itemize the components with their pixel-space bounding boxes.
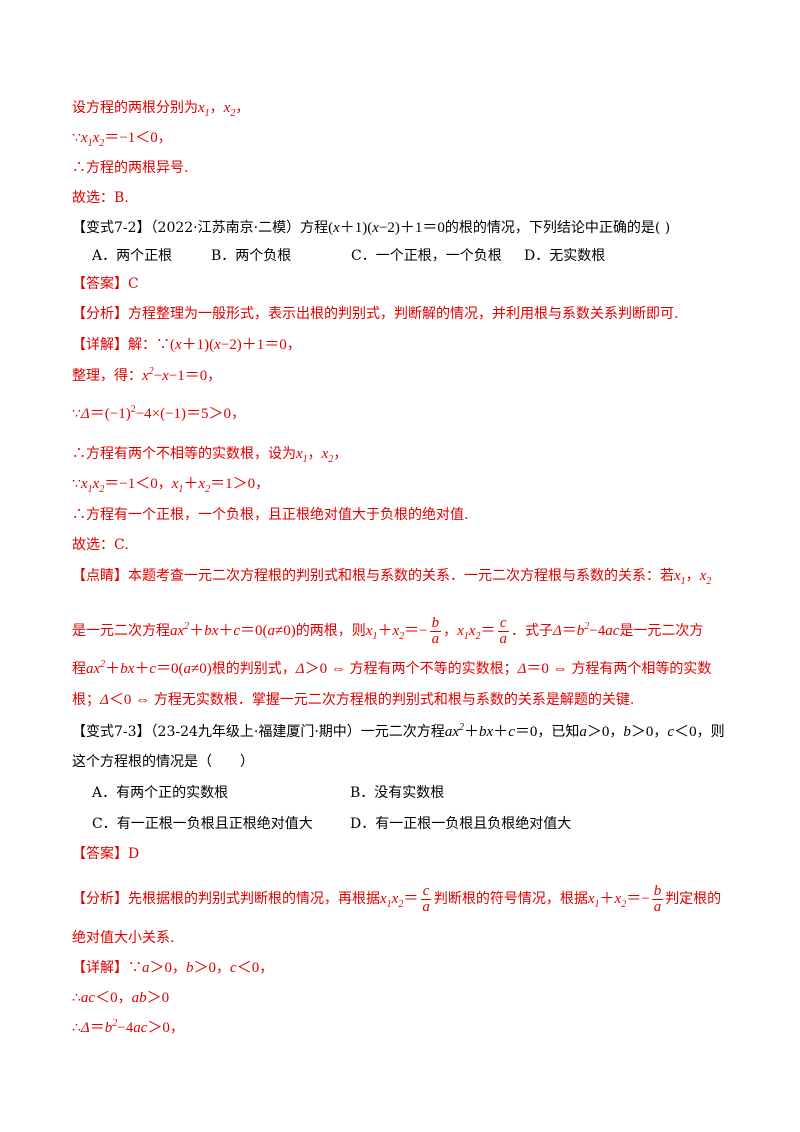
analysis-text-7-3b: 判断根的符号情况，根据	[433, 890, 588, 907]
line-choose-c: 故选：C.	[72, 537, 129, 553]
dianjing-text-2a: 是一元二次方程	[72, 622, 170, 639]
dianjing-line-1: 【点睛】本题考查一元二次方程根的判别式和根与系数的关系．一元二次方程根与系数的关…	[72, 568, 712, 587]
option-c-7-3: C．有一正根一负根且正根绝对值大	[92, 816, 313, 832]
question-mid-7-3: ，已知	[537, 724, 580, 740]
question-7-3: 【变式7-3】（23-24九年级上·福建厦门·期中）一元二次方程ax2＋bx＋c…	[72, 722, 725, 741]
line-vieta-values: ∵x1x2＝−1＜0，x1＋x2＝1＞0，	[72, 476, 270, 495]
dianjing-text-1: 本题考查一元二次方程根的判别式和根与系数的关系．一元二次方程根与系数的关系：若	[128, 568, 674, 584]
dianjing-text-3d: 方程有两个相等的实数	[571, 661, 712, 677]
detail-tag-7-3: 【详解】	[72, 960, 128, 976]
line-discriminant: ∵Δ＝(−1)2−4×(−1)＝5＞0，	[72, 404, 246, 423]
question-tag: 【变式7-2】	[72, 220, 151, 236]
question-tail: 的根的情况，下列结论中正确的是( )	[444, 220, 671, 236]
analysis-text: 方程整理为一般形式，表示出根的判别式，判断解的情况，并利用根与系数关系判断即可.	[128, 306, 679, 322]
analysis-7-2: 【分析】方程整理为一般形式，表示出根的判别式，判断解的情况，并利用根与系数关系判…	[72, 304, 678, 324]
option-b: B．两个负根	[211, 248, 292, 264]
line-choose-b: 故选：B.	[72, 190, 129, 206]
simplify-label: 整理，得：	[72, 368, 142, 384]
two-unequal-text: ∴方程有两个不相等的实数根，设为	[72, 446, 296, 462]
dianjing-text-3c: 方程有两个不等的实数根；	[349, 661, 518, 677]
analysis-text-7-3a: 先根据根的判别式判断根的情况，再根据	[128, 890, 380, 907]
dianjing-text-2d: 是一元二次方	[619, 622, 704, 639]
dianjing-line-3: 程ax2＋bx＋c＝0(a≠0)根的判别式，Δ＞0 ⇔ 方程有两个不等的实数根；…	[72, 659, 712, 678]
option-b-7-3: B．没有实数根	[350, 785, 445, 801]
line-delta-positive: ∴Δ＝b2−4ac＞0，	[72, 1018, 184, 1037]
option-d-7-3: D．有一正根一负根且负根绝对值大	[350, 816, 572, 832]
line-opposite-signs: ∴方程的两根异号.	[72, 160, 189, 176]
line-product-negative: ∵x1x2＝−1＜0，	[72, 130, 172, 149]
line-simplify: 整理，得：x2−x−1＝0，	[72, 366, 222, 385]
analysis-tag-7-3: 【分析】	[72, 890, 128, 907]
dianjing-text-2c: ．式子	[510, 622, 553, 639]
detail-7-3: 【详解】∵a＞0，b＞0，c＜0，	[72, 960, 274, 976]
analysis-7-3-line2: 绝对值大小关系.	[72, 930, 175, 946]
line-one-pos-one-neg: ∴方程有一个正根，一个负根，且正根绝对值大于负根的绝对值.	[72, 507, 469, 523]
option-c: C．一个正根，一个负根	[351, 248, 502, 264]
answer-7-3: 【答案】D	[72, 844, 139, 864]
option-a: A．两个正根	[92, 248, 173, 264]
question-7-3-line2: 这个方程根的情况是（ ）	[72, 754, 254, 770]
answer-tag: 【答案】	[72, 276, 128, 292]
answer-value: C	[128, 276, 139, 292]
detail-tag: 【详解】	[72, 337, 128, 353]
dianjing-text-3b: 根的判别式，	[211, 661, 296, 677]
answer-tag-7-3: 【答案】	[72, 846, 128, 862]
question-7-2: 【变式7-2】（2022·江苏南京·二模）方程(x＋1)(x−2)＋1＝0的根的…	[72, 220, 671, 236]
dianjing-line-4: 根；Δ＜0 ⇔ 方程无实数根．掌握一元二次方程根的判别式和根与系数的关系是解题的…	[72, 692, 635, 708]
analysis-tag: 【分析】	[72, 306, 128, 322]
question-tag-7-3: 【变式7-3】	[72, 724, 151, 740]
text-roots-named: 设方程的两根分别为	[72, 100, 198, 116]
option-a-7-3: A．有两个正的实数根	[92, 785, 229, 801]
dianjing-tag: 【点睛】	[72, 568, 128, 584]
line-two-unequal: ∴方程有两个不相等的实数根，设为x1，x2，	[72, 446, 348, 465]
question-source-7-3: （23-24九年级上·福建厦门·期中）一元二次方程	[150, 724, 445, 740]
dianjing-text-2b: 的两根，则	[295, 622, 366, 639]
dianjing-text-4a: 根；	[72, 692, 100, 708]
detail-7-2: 【详解】解：∵(x＋1)(x−2)＋1＝0，	[72, 337, 301, 353]
line-ac-ab: ∴ac＜0，ab＞0	[72, 990, 170, 1006]
analysis-text-7-3c: 判定根的	[665, 890, 722, 907]
question-end-7-3: ，则	[696, 724, 725, 740]
dianjing-text-4b: 方程无实数根．掌握一元二次方程根的判别式和根与系数的关系是解题的关键.	[153, 692, 635, 708]
answer-value-7-3: D	[128, 846, 140, 862]
dianjing-text-3a: 程	[72, 661, 86, 677]
answer-7-2: 【答案】C	[72, 274, 139, 294]
detail-jie: 解：	[128, 337, 156, 353]
question-source: （2022·江苏南京·二模）方程	[150, 220, 329, 236]
line-roots-named: 设方程的两根分别为x1，x2，	[72, 100, 250, 119]
option-d: D．无实数根	[524, 248, 606, 264]
